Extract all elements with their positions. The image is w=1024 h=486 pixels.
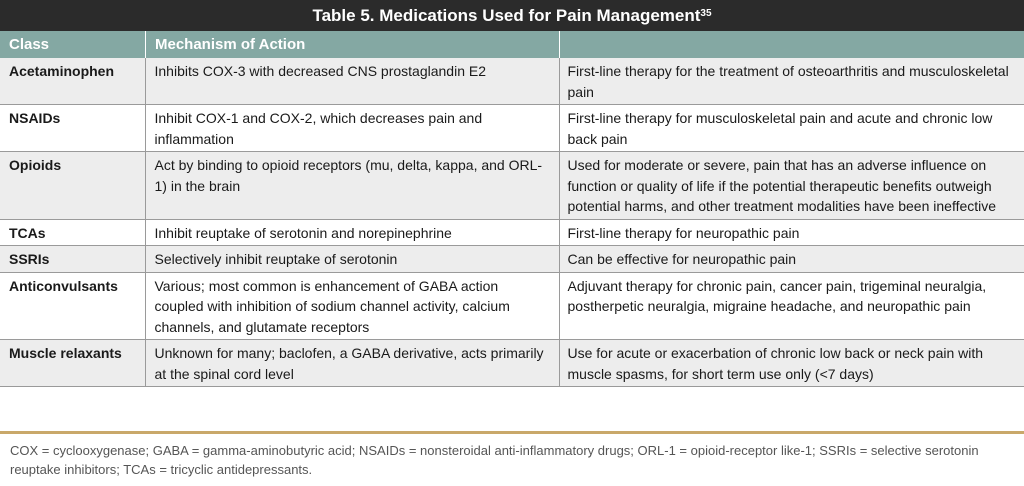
medications-table: Acetaminophen Inhibits COX-3 with decrea… bbox=[0, 58, 1024, 387]
cell-use: Can be effective for neuropathic pain bbox=[558, 245, 1024, 273]
cell-mechanism: Inhibit reuptake of serotonin and norepi… bbox=[144, 219, 559, 246]
cell-use: First-line therapy for neuropathic pain bbox=[558, 219, 1024, 246]
cell-mechanism: Selectively inhibit reuptake of serotoni… bbox=[144, 245, 559, 273]
table-row: Acetaminophen Inhibits COX-3 with decrea… bbox=[0, 58, 1024, 105]
table-row: Anticonvulsants Various; most common is … bbox=[0, 272, 1024, 340]
cell-class: NSAIDs bbox=[0, 104, 145, 152]
cell-class: Anticonvulsants bbox=[0, 272, 145, 340]
table-title: Table 5. Medications Used for Pain Manag… bbox=[0, 0, 1024, 31]
cell-use: Adjuvant therapy for chronic pain, cance… bbox=[558, 272, 1024, 340]
cell-mechanism: Inhibit COX-1 and COX-2, which decreases… bbox=[144, 104, 559, 152]
table-row: SSRIs Selectively inhibit reuptake of se… bbox=[0, 245, 1024, 273]
cell-use: Used for moderate or severe, pain that h… bbox=[558, 151, 1024, 220]
cell-mechanism: Unknown for many; baclofen, a GABA deriv… bbox=[144, 339, 559, 387]
table-row: NSAIDs Inhibit COX-1 and COX-2, which de… bbox=[0, 104, 1024, 152]
table-footnote: COX = cyclooxygenase; GABA = gamma-amino… bbox=[10, 443, 979, 477]
cell-use: First-line therapy for musculoskeletal p… bbox=[558, 104, 1024, 152]
table-row: TCAs Inhibit reuptake of serotonin and n… bbox=[0, 219, 1024, 246]
table-title-reference: 35 bbox=[700, 8, 712, 19]
cell-mechanism: Inhibits COX-3 with decreased CNS prosta… bbox=[144, 58, 559, 105]
table-row: Opioids Act by binding to opioid recepto… bbox=[0, 151, 1024, 220]
cell-class: TCAs bbox=[0, 219, 145, 246]
footer-rule bbox=[0, 431, 1024, 434]
header-mechanism: Mechanism of Action bbox=[155, 36, 306, 53]
cell-use: First-line therapy for the treatment of … bbox=[558, 58, 1024, 105]
cell-class: SSRIs bbox=[0, 245, 145, 273]
cell-use: Use for acute or exacerbation of chronic… bbox=[558, 339, 1024, 387]
header-class: Class bbox=[9, 36, 50, 53]
cell-class: Acetaminophen bbox=[0, 58, 145, 105]
table-row: Muscle relaxants Unknown for many; baclo… bbox=[0, 339, 1024, 387]
header-divider bbox=[559, 31, 560, 58]
table-header-row: Class Mechanism of Action bbox=[0, 31, 1024, 58]
cell-class: Opioids bbox=[0, 151, 145, 220]
table-title-text: Table 5. Medications Used for Pain Manag… bbox=[312, 5, 701, 25]
cell-class: Muscle relaxants bbox=[0, 339, 145, 387]
header-divider bbox=[145, 31, 146, 58]
cell-mechanism: Act by binding to opioid receptors (mu, … bbox=[144, 151, 559, 220]
cell-mechanism: Various; most common is enhancement of G… bbox=[144, 272, 559, 340]
